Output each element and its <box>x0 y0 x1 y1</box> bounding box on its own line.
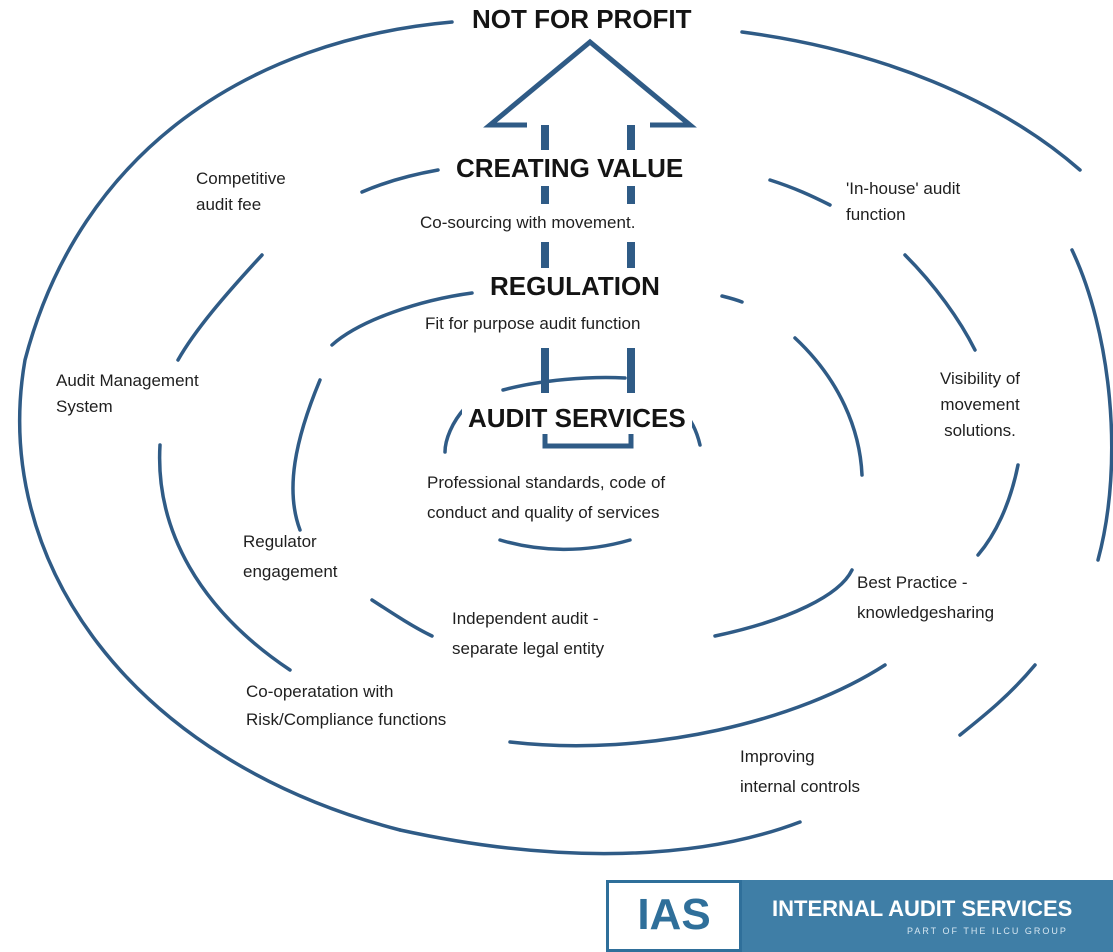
outer-ring-arc-top-left <box>18 20 454 832</box>
label-improving-line-2: internal controls <box>740 777 861 796</box>
label-audit-management-system-line-2: System <box>56 397 113 416</box>
subtitle-audit-services: Professional standards, code of conduct … <box>427 468 665 528</box>
label-in-house-audit-line-1: 'In-house' audit <box>846 179 961 198</box>
label-visibility-line-2: movement <box>940 395 1020 414</box>
subtitle-creating-value: Co-sourcing with movement. <box>420 213 636 232</box>
outer-ring-arc-right <box>1070 248 1113 562</box>
label-audit-management-system: Audit Management System <box>56 368 199 420</box>
label-best-practice-line-1: Best Practice - <box>857 573 968 592</box>
label-regulator-engagement-line-1: Regulator <box>243 532 317 551</box>
subtitle-regulation: Fit for purpose audit function <box>425 314 641 333</box>
label-independent-audit: Independent audit - separate legal entit… <box>452 604 604 664</box>
ring2-arc-right-upper <box>903 253 977 352</box>
level-audit-services: AUDIT SERVICES <box>462 403 692 434</box>
ring3-arc-top-right <box>720 294 744 304</box>
label-competitive-audit-fee-line-2: audit fee <box>196 195 262 214</box>
outer-ring-arc-bottom-right <box>958 663 1037 737</box>
ring2-arc-bottom <box>508 663 887 748</box>
label-in-house-audit-line-2: function <box>846 205 906 224</box>
label-cooperation-line-1: Co-operatation with <box>246 682 394 701</box>
arrow-base <box>542 428 634 449</box>
growth-arrow-head <box>483 38 697 128</box>
label-visibility-line-1: Visibility of <box>940 369 1020 388</box>
ring3-arc-top-left <box>330 291 474 347</box>
ias-logo-name: INTERNAL AUDIT SERVICES <box>772 896 1073 921</box>
ring3-arc-right <box>793 336 864 477</box>
ias-logo: IAS INTERNAL AUDIT SERVICES PART OF THE … <box>606 880 1113 952</box>
label-cooperation-risk-compliance: Co-operatation with Risk/Compliance func… <box>246 678 446 734</box>
inner-ring-arc-top-left <box>443 406 467 454</box>
label-independent-audit-line-2: separate legal entity <box>452 639 605 658</box>
ring3-arc-bottom-right <box>713 568 854 638</box>
label-improving-line-1: Improving <box>740 747 815 766</box>
subtitle-audit-services-line-1: Professional standards, code of <box>427 473 666 492</box>
label-audit-management-system-line-1: Audit Management <box>56 371 199 390</box>
ring3-arc-left <box>291 378 322 532</box>
inner-ring-arc-top <box>501 375 627 392</box>
label-regulator-engagement: Regulator engagement <box>243 527 338 587</box>
level-regulation: REGULATION <box>484 271 666 302</box>
label-visibility-line-3: solutions. <box>944 421 1016 440</box>
ring3-arc-bottom-left <box>370 598 434 638</box>
label-in-house-audit: 'In-house' audit function <box>846 176 960 228</box>
level-creating-value: CREATING VALUE <box>450 153 690 184</box>
outer-ring-arc-top-right <box>740 30 1082 172</box>
label-visibility-of-movement: Visibility of movement solutions. <box>910 366 1050 444</box>
label-improving-internal-controls: Improving internal controls <box>740 742 860 802</box>
ias-logo-band: INTERNAL AUDIT SERVICES PART OF THE ILCU… <box>742 880 1113 952</box>
subtitle-audit-services-line-2: conduct and quality of services <box>427 503 660 522</box>
label-best-practice: Best Practice - knowledgesharing <box>857 568 994 628</box>
ring2-arc-top-right <box>768 178 832 207</box>
label-regulator-engagement-line-2: engagement <box>243 562 338 581</box>
label-competitive-audit-fee: Competitive audit fee <box>196 166 286 218</box>
ring2-arc-top-left <box>360 168 440 194</box>
ring2-arc-left-upper <box>176 253 264 362</box>
label-cooperation-line-2: Risk/Compliance functions <box>246 710 447 729</box>
level-not-for-profit: NOT FOR PROFIT <box>466 4 698 35</box>
ias-logo-mark: IAS <box>606 880 742 952</box>
label-independent-audit-line-1: Independent audit - <box>452 609 599 628</box>
ias-logo-tagline: PART OF THE ILCU GROUP <box>907 926 1068 936</box>
ring2-arc-left-lower <box>157 443 292 672</box>
label-best-practice-line-2: knowledgesharing <box>857 603 995 622</box>
ring2-arc-right-lower <box>976 463 1020 557</box>
label-competitive-audit-fee-line-1: Competitive <box>196 169 286 188</box>
outer-ring-arc-bottom <box>398 820 802 856</box>
inner-ring-arc-bottom <box>498 538 632 552</box>
